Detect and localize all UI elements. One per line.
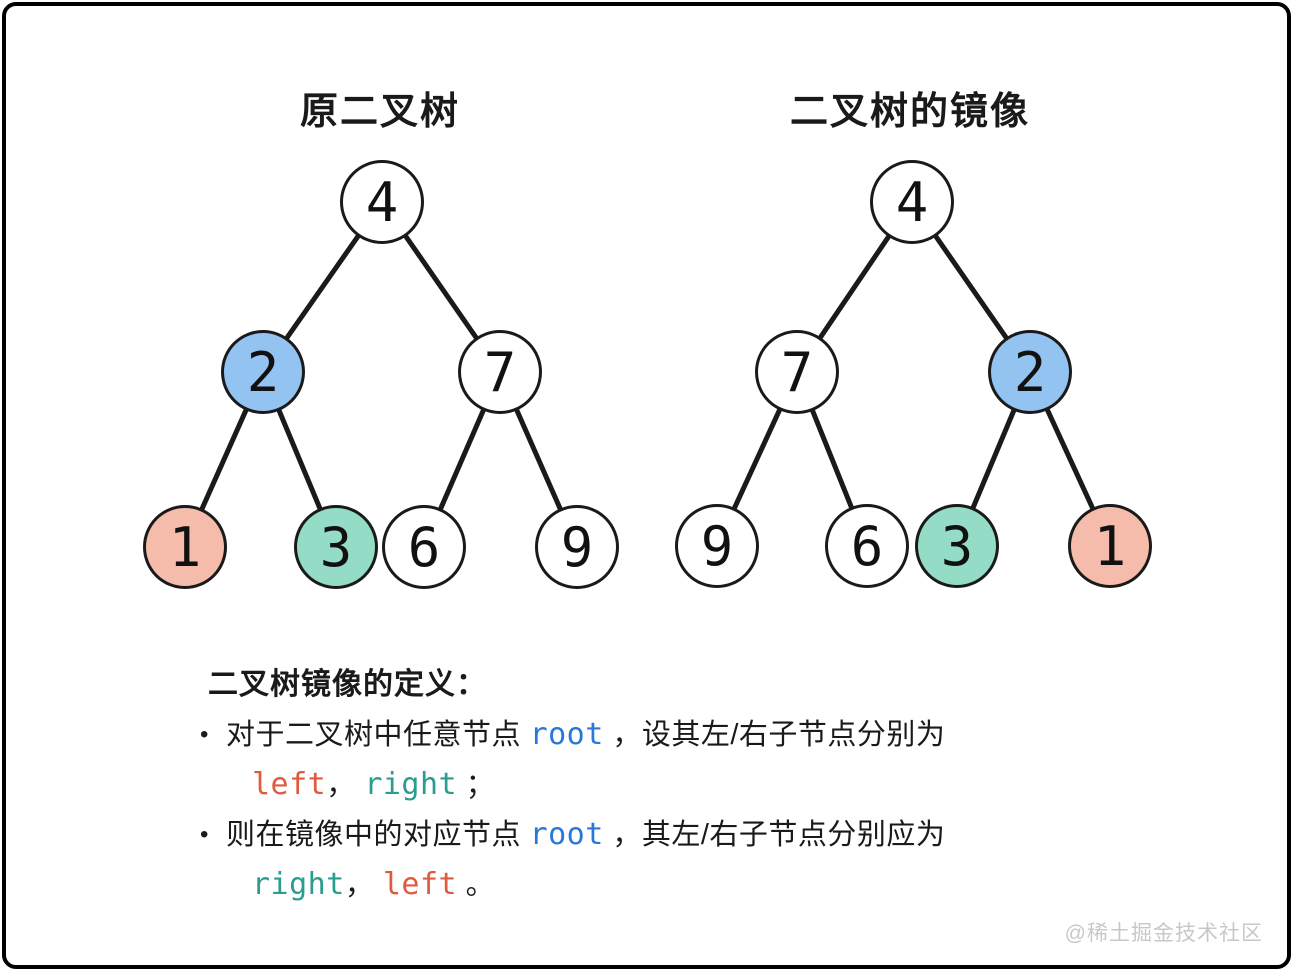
text-segment-root: root <box>529 717 604 752</box>
text-segment-plain: ，设其左/右子节点分别为 <box>603 719 946 751</box>
text-segment-right: right <box>364 767 458 802</box>
mirror-tree-title: 二叉树的镜像 <box>789 91 1031 133</box>
text-segment-plain: 则在镜像中的对应节点 <box>226 819 530 851</box>
bullet-line: left， right ； <box>226 760 1160 810</box>
watermark: @稀土掘金技术社区 <box>1064 922 1263 945</box>
tree-node-original-4: 4 <box>340 160 424 244</box>
original-tree-title: 原二叉树 <box>299 91 461 133</box>
text-segment-left: left <box>382 867 458 902</box>
tree-node-mirror-1: 1 <box>1068 504 1152 588</box>
text-segment-plain: ， <box>344 869 383 901</box>
bullet-line: right， left 。 <box>226 860 1160 910</box>
tree-node-mirror-7: 7 <box>755 330 839 414</box>
bullet-line: 则在镜像中的对应节点 root ，其左/右子节点分别应为 <box>226 810 1160 860</box>
tree-node-original-3: 3 <box>294 505 378 589</box>
text-segment-plain: 对于二叉树中任意节点 <box>226 719 530 751</box>
tree-node-original-7: 7 <box>458 330 542 414</box>
tree-node-original-6: 6 <box>382 505 466 589</box>
text-segment-plain: ； <box>457 769 496 801</box>
tree-node-original-2: 2 <box>221 330 305 414</box>
tree-node-original-1: 1 <box>143 505 227 589</box>
text-segment-plain: 。 <box>457 869 496 901</box>
bullet-line: 对于二叉树中任意节点 root ，设其左/右子节点分别为 <box>226 710 1160 760</box>
tree-node-mirror-2: 2 <box>988 330 1072 414</box>
tree-node-mirror-3: 3 <box>915 504 999 588</box>
text-segment-left: left <box>252 767 327 802</box>
text-segment-right: right <box>252 867 345 902</box>
tree-node-original-9: 9 <box>535 505 619 589</box>
tree-node-mirror-4: 4 <box>870 160 954 244</box>
text-segment-plain: ， <box>326 769 365 801</box>
text-segment-plain: ，其左/右子节点分别应为 <box>603 819 946 851</box>
tree-node-mirror-9: 9 <box>675 504 759 588</box>
bullet-icon: • <box>200 821 209 848</box>
bullet-icon: • <box>200 721 209 748</box>
definition-heading: 二叉树镜像的定义： <box>208 668 487 701</box>
tree-node-mirror-6: 6 <box>825 504 909 588</box>
text-segment-root: root <box>529 817 604 852</box>
